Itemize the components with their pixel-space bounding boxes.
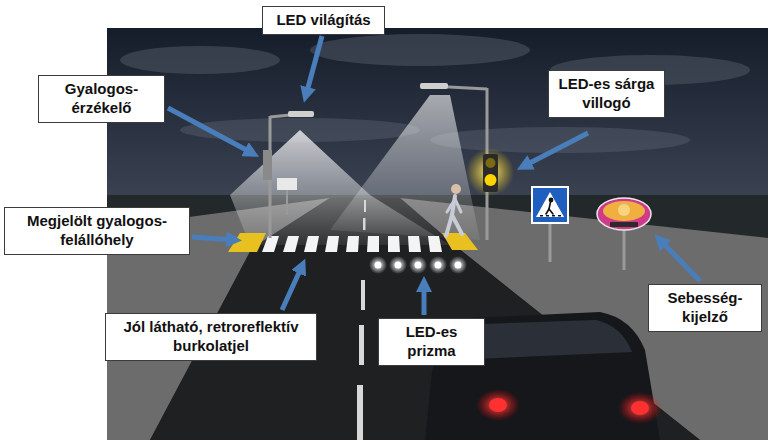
callout-label: Gyalogos- érzékelő bbox=[44, 80, 159, 118]
flasher-lamp bbox=[486, 158, 496, 168]
light-glow bbox=[466, 148, 514, 196]
callout-label: LED világítás bbox=[268, 11, 379, 30]
lamp-poles bbox=[270, 86, 487, 240]
sign-pole bbox=[549, 222, 552, 262]
callout-label: Sebesség- kijelző bbox=[654, 289, 756, 327]
callout-label: Megjelölt gyalogos- felállóhely bbox=[10, 212, 184, 250]
speed-display bbox=[597, 198, 651, 230]
callout-box: Gyalogos- érzékelő bbox=[38, 75, 165, 123]
callout-arrow bbox=[192, 237, 234, 240]
callout-arrow bbox=[524, 133, 588, 166]
display-pole bbox=[623, 228, 626, 270]
callout-box: Sebesség- kijelző bbox=[648, 284, 762, 332]
callout-label: LED-es prizma bbox=[384, 323, 479, 361]
illustration bbox=[107, 28, 768, 440]
callout-box: LED-es prizma bbox=[378, 318, 485, 366]
callout-arrow bbox=[660, 240, 700, 281]
lamp-head bbox=[420, 83, 448, 89]
callout-label: Jól látható, retroreflektív burkolatjel bbox=[111, 318, 311, 356]
callout-box: Megjelölt gyalogos- felállóhely bbox=[4, 207, 190, 255]
pedestrian bbox=[446, 184, 462, 236]
led-prisms bbox=[369, 256, 467, 274]
flasher-housing bbox=[483, 154, 498, 192]
crosswalk bbox=[262, 236, 442, 252]
callout-arrow bbox=[168, 108, 252, 153]
crossing-sign bbox=[532, 187, 568, 223]
callout-box: Jól látható, retroreflektív burkolatjel bbox=[105, 313, 317, 361]
flasher-lamp bbox=[485, 174, 497, 186]
callout-label: LED-es sárga villogó bbox=[554, 75, 659, 113]
callout-arrow bbox=[282, 266, 302, 310]
callout-arrow bbox=[306, 36, 322, 95]
lamp-head bbox=[288, 111, 314, 117]
callout-arrows bbox=[168, 36, 700, 315]
waiting-area bbox=[228, 233, 266, 252]
light-cone bbox=[330, 95, 480, 240]
small-sign bbox=[277, 178, 297, 190]
callout-box: LED világítás bbox=[262, 6, 385, 35]
pedestrian-detector bbox=[263, 150, 272, 180]
callout-box: LED-es sárga villogó bbox=[548, 70, 665, 118]
callout-arrow bbox=[422, 284, 427, 315]
